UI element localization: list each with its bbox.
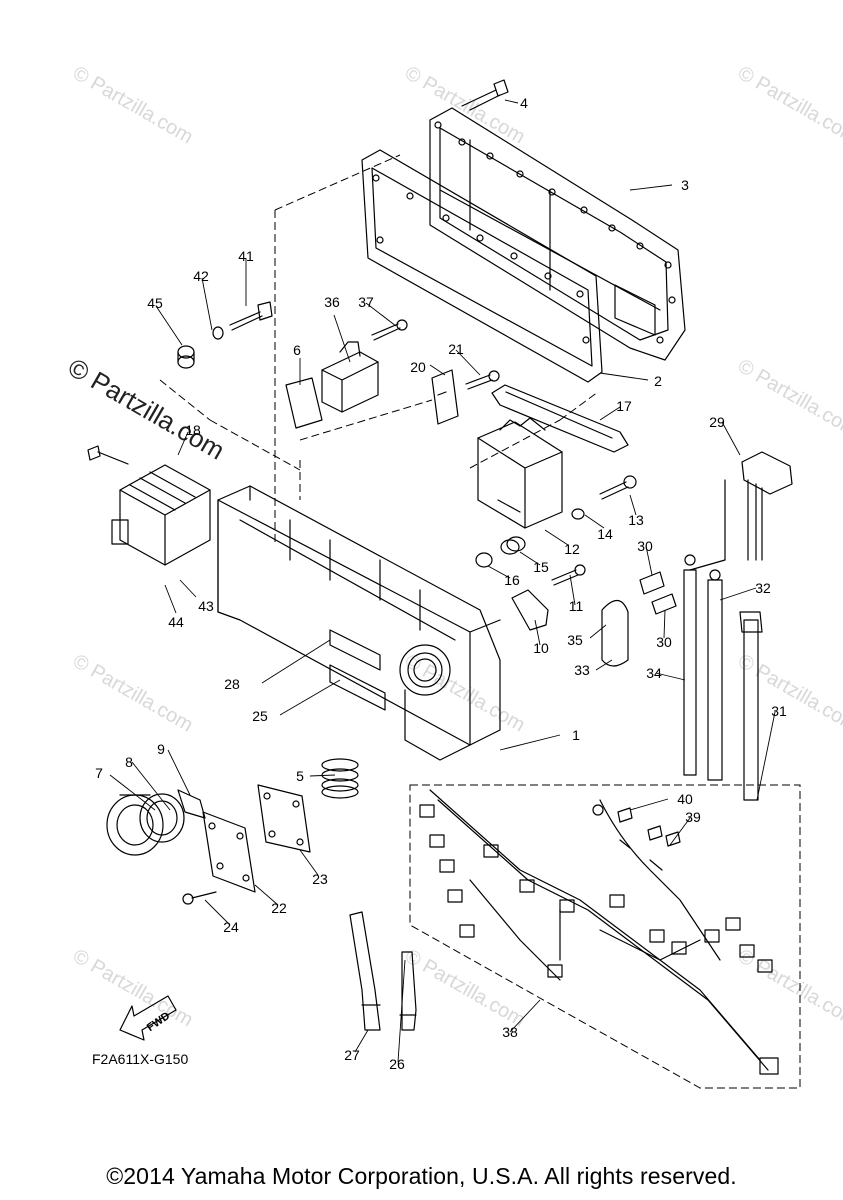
callout-44: 44 <box>168 614 184 630</box>
callout-26: 26 <box>389 1056 405 1072</box>
callout-25: 25 <box>252 708 268 724</box>
callout-31: 31 <box>771 703 787 719</box>
gasket-part <box>361 149 603 383</box>
callout-5: 5 <box>296 768 304 784</box>
fitting-30 <box>639 571 677 615</box>
callout-27: 27 <box>344 1047 360 1063</box>
callout-39: 39 <box>685 809 701 825</box>
callout-32: 32 <box>755 580 771 596</box>
callout-45: 45 <box>147 295 163 311</box>
screw-24 <box>182 891 217 905</box>
callout-16: 16 <box>504 572 520 588</box>
callout-33: 33 <box>574 662 590 678</box>
collar-16 <box>475 552 493 568</box>
callout-9: 9 <box>157 741 165 757</box>
callout-23: 23 <box>312 871 328 887</box>
connector-29 <box>689 451 793 571</box>
screw-37 <box>371 319 408 341</box>
callout-6: 6 <box>293 342 301 358</box>
plate-22 <box>202 811 256 893</box>
callout-30a: 30 <box>637 538 653 554</box>
callout-17: 17 <box>616 398 632 414</box>
connector-39 <box>647 825 681 847</box>
callout-42: 42 <box>193 268 209 284</box>
screw-13 <box>599 475 637 500</box>
relay-36 <box>321 341 379 413</box>
callout-13: 13 <box>628 512 644 528</box>
callout-29: 29 <box>709 414 725 430</box>
screw-21 <box>465 370 500 390</box>
washer-14 <box>571 508 585 520</box>
callout-38: 38 <box>502 1024 518 1040</box>
callout-8: 8 <box>125 754 133 770</box>
oring-8 <box>139 793 185 843</box>
callout-1: 1 <box>572 727 580 743</box>
callout-3: 3 <box>681 177 689 193</box>
callout-30b: 30 <box>656 634 672 650</box>
grommet-15 <box>500 536 526 555</box>
bracket-20 <box>431 369 459 425</box>
drawing-code: F2A611X-G150 <box>92 1051 189 1067</box>
copyright-notice: ©2014 Yamaha Motor Corporation, U.S.A. A… <box>106 1163 737 1189</box>
callout-20: 20 <box>410 359 426 375</box>
callout-22: 22 <box>271 900 287 916</box>
plate-5 <box>321 758 359 799</box>
callout-34: 34 <box>646 665 662 681</box>
connector-40 <box>617 807 633 823</box>
callout-35: 35 <box>567 632 583 648</box>
callout-11: 11 <box>568 598 584 614</box>
callout-43: 43 <box>198 598 214 614</box>
callout-41: 41 <box>238 248 254 264</box>
harness-38 <box>419 789 779 1075</box>
cable-34 <box>683 554 723 781</box>
bolt-18 <box>87 445 129 465</box>
callout-36: 36 <box>324 294 340 310</box>
callout-18: 18 <box>185 422 201 438</box>
ecu-part <box>477 417 563 529</box>
callout-14: 14 <box>597 526 613 542</box>
clip-9 <box>177 789 206 819</box>
cap-7 <box>106 794 164 856</box>
callout-28: 28 <box>224 676 240 692</box>
bracket-10 <box>511 589 549 631</box>
callout-7: 7 <box>95 765 103 781</box>
callout-10: 10 <box>533 640 549 656</box>
washer-42 <box>212 326 224 340</box>
callout-2: 2 <box>654 373 662 389</box>
plate-23 <box>257 784 311 853</box>
cable-31 <box>739 611 763 801</box>
fwd-arrow-icon <box>119 995 177 1041</box>
cover-part <box>429 107 686 361</box>
screw-11 <box>551 564 586 586</box>
callout-24: 24 <box>223 919 239 935</box>
pad-6 <box>285 377 323 429</box>
band-26 <box>399 951 417 1031</box>
callout-37: 37 <box>358 294 374 310</box>
rectifier-part <box>111 464 211 566</box>
callout-4: 4 <box>520 95 528 111</box>
band-27 <box>349 911 381 1031</box>
callout-40: 40 <box>677 791 693 807</box>
band-17 <box>491 384 629 453</box>
collar-45 <box>177 345 195 369</box>
bolt-41 <box>229 301 273 331</box>
electrical-box-part <box>217 485 501 761</box>
callout-15: 15 <box>533 559 549 575</box>
callout-12: 12 <box>564 541 580 557</box>
screw-4 <box>461 79 509 111</box>
cap-33 <box>601 599 629 667</box>
callout-21: 21 <box>448 341 464 357</box>
